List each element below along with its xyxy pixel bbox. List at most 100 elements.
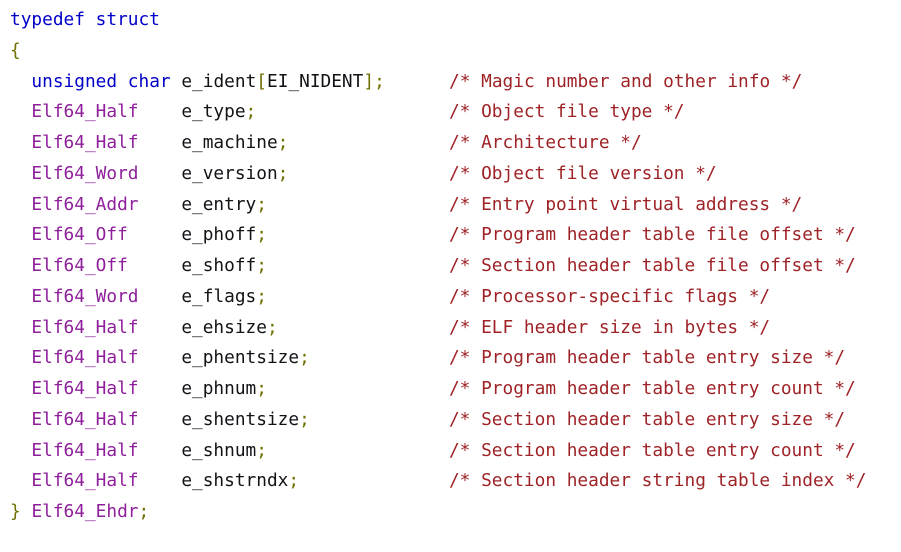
token-type-name: Elf64_Half xyxy=(31,439,139,461)
code-line: unsigned char e_ident[EI_NIDENT]; /* Mag… xyxy=(10,67,901,98)
token-whitespace xyxy=(267,224,449,245)
token-whitespace xyxy=(10,409,31,430)
token-type-name: Elf64_Addr xyxy=(31,193,139,215)
token-keyword: char xyxy=(127,70,171,92)
token-comment: /* Program header table file offset */ xyxy=(448,224,856,246)
token-punctuation: ; xyxy=(266,316,278,338)
token-whitespace xyxy=(138,470,181,491)
token-punctuation: ; xyxy=(256,193,267,215)
token-identifier: e_shoff xyxy=(181,255,257,276)
token-type-name: Elf64_Half xyxy=(31,408,139,430)
token-identifier: e_type xyxy=(181,101,246,123)
code-line: Elf64_Half e_shstrndx; /* Section header… xyxy=(10,466,901,497)
token-comment: /* Architecture */ xyxy=(448,132,642,153)
token-identifier: e_flags xyxy=(181,285,257,307)
token-type-name: Elf64_Off xyxy=(31,224,128,246)
token-whitespace xyxy=(138,409,181,430)
token-whitespace xyxy=(10,163,31,184)
token-type-name: Elf64_Half xyxy=(31,470,139,492)
token-whitespace xyxy=(310,409,449,430)
token-whitespace xyxy=(310,347,449,368)
token-keyword: typedef xyxy=(10,9,85,30)
token-comment: /* Object file type */ xyxy=(448,101,685,123)
code-line: Elf64_Half e_shnum; /* Section header ta… xyxy=(10,436,901,467)
token-type-name: Elf64_Half xyxy=(31,316,139,338)
code-line: Elf64_Half e_type; /* Object file type *… xyxy=(10,97,901,128)
token-punctuation: ]; xyxy=(363,70,385,92)
token-whitespace xyxy=(128,224,182,245)
token-type-name: Elf64_Half xyxy=(31,378,139,399)
token-whitespace xyxy=(10,224,31,245)
code-line: { xyxy=(10,36,901,67)
token-punctuation: [ xyxy=(256,70,267,92)
token-type-name: Elf64_Half xyxy=(31,347,139,369)
token-comment: /* Processor-specific flags */ xyxy=(448,285,771,307)
token-whitespace xyxy=(85,9,96,30)
token-punctuation: ; xyxy=(277,162,289,184)
token-keyword: unsigned xyxy=(31,70,118,92)
token-punctuation: } xyxy=(10,501,21,522)
token-punctuation: ; xyxy=(256,378,267,399)
token-whitespace xyxy=(138,194,181,215)
token-whitespace xyxy=(10,194,31,215)
token-whitespace xyxy=(138,347,181,368)
token-whitespace xyxy=(256,101,449,122)
token-identifier: e_shentsize xyxy=(181,408,300,430)
token-whitespace xyxy=(278,317,449,338)
token-comment: /* Program header table entry count */ xyxy=(448,378,856,399)
token-identifier: e_phoff xyxy=(181,224,257,246)
token-whitespace xyxy=(138,317,181,338)
token-comment: /* Section header table entry size */ xyxy=(448,408,846,430)
token-whitespace xyxy=(10,71,31,92)
token-whitespace xyxy=(10,255,31,276)
token-type-name: Elf64_Word xyxy=(31,162,139,184)
token-whitespace xyxy=(10,101,31,122)
token-punctuation: ; xyxy=(256,285,267,307)
token-comment: /* Section header string table index */ xyxy=(448,470,867,492)
token-punctuation: ; xyxy=(138,501,150,522)
token-whitespace xyxy=(267,194,449,215)
code-line: Elf64_Addr e_entry; /* Entry point virtu… xyxy=(10,190,901,221)
token-identifier: e_machine xyxy=(181,132,278,153)
token-identifier: e_shstrndx xyxy=(181,470,289,492)
code-line: typedef struct xyxy=(10,5,901,36)
token-whitespace xyxy=(10,132,31,153)
token-identifier: e_phentsize xyxy=(181,347,300,369)
token-whitespace xyxy=(128,255,182,276)
token-whitespace xyxy=(138,286,181,307)
token-whitespace xyxy=(267,286,449,307)
token-punctuation: ; xyxy=(256,255,267,276)
code-line: Elf64_Word e_flags; /* Processor-specifi… xyxy=(10,282,901,313)
code-line: Elf64_Off e_shoff; /* Section header tab… xyxy=(10,251,901,282)
token-whitespace xyxy=(117,71,128,92)
token-whitespace xyxy=(21,501,32,522)
token-type-name: Elf64_Word xyxy=(31,285,139,307)
token-punctuation: ; xyxy=(256,224,267,246)
token-punctuation: ; xyxy=(277,132,289,153)
token-type-name: Elf64_Ehdr xyxy=(31,501,139,522)
token-punctuation: ; xyxy=(288,470,300,492)
token-comment: /* Section header table entry count */ xyxy=(448,439,856,461)
token-whitespace xyxy=(267,255,449,276)
token-keyword: struct xyxy=(95,9,160,30)
token-comment: /* ELF header size in bytes */ xyxy=(448,316,771,338)
token-whitespace xyxy=(138,132,181,153)
token-type-name: Elf64_Half xyxy=(31,132,139,153)
token-whitespace xyxy=(385,71,449,92)
token-whitespace xyxy=(171,71,182,92)
token-punctuation: ; xyxy=(245,101,257,123)
token-identifier: e_shnum xyxy=(181,439,257,461)
token-identifier: e_ident xyxy=(181,70,257,92)
token-identifier: e_entry xyxy=(181,193,257,215)
token-whitespace xyxy=(10,286,31,307)
token-whitespace xyxy=(288,132,449,153)
code-block: typedef struct{ unsigned char e_ident[EI… xyxy=(10,5,901,522)
token-whitespace xyxy=(288,163,449,184)
token-whitespace xyxy=(138,163,181,184)
token-punctuation: ; xyxy=(299,408,310,430)
token-whitespace xyxy=(10,440,31,461)
token-type-name: Elf64_Half xyxy=(31,101,139,123)
token-whitespace xyxy=(299,470,449,491)
token-type-name: Elf64_Off xyxy=(31,255,128,276)
token-whitespace xyxy=(267,378,449,399)
